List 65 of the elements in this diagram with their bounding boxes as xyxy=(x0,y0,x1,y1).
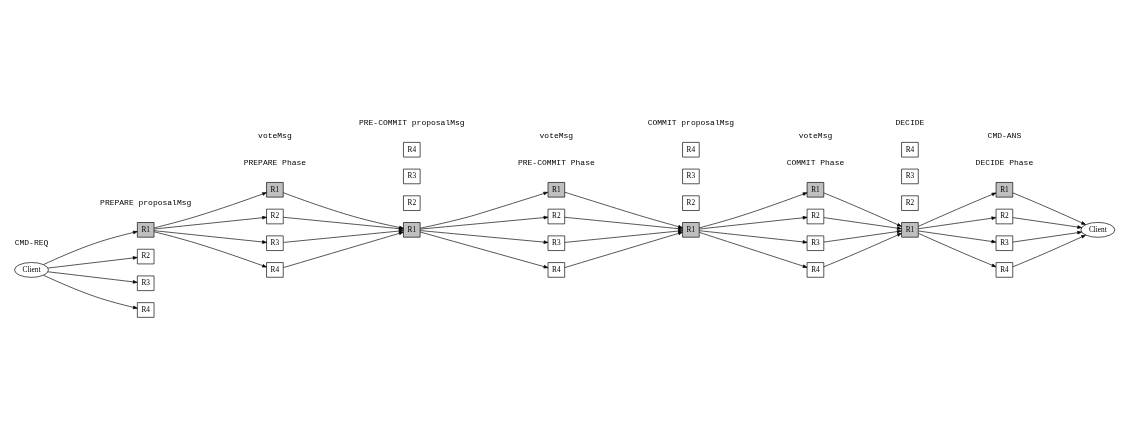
arrow xyxy=(564,231,683,268)
arrow xyxy=(47,271,138,284)
arrow xyxy=(283,231,404,268)
arrow xyxy=(918,230,997,244)
arrow xyxy=(419,230,549,244)
arrow xyxy=(419,191,549,229)
arrow xyxy=(564,229,683,243)
node-box: R1 xyxy=(995,182,1014,198)
node-box: R2 xyxy=(682,195,700,211)
node-box: R1 xyxy=(547,182,566,198)
node-ellipse: Client xyxy=(14,262,49,278)
arrow xyxy=(918,192,997,227)
arrow xyxy=(153,231,267,268)
arrow xyxy=(1012,217,1082,229)
node-box: R1 xyxy=(901,222,919,238)
arrow xyxy=(823,233,902,268)
node-box: R1 xyxy=(137,222,155,238)
arrow xyxy=(823,192,902,227)
arrow xyxy=(153,230,267,244)
node-box: R2 xyxy=(137,248,155,265)
node-box: R3 xyxy=(901,168,919,185)
arrow xyxy=(43,275,138,310)
arrow xyxy=(698,216,808,230)
node-box: R4 xyxy=(682,142,700,158)
node-box: R2 xyxy=(547,208,566,225)
arrow xyxy=(153,192,267,229)
node-box: R4 xyxy=(547,262,566,278)
node-box: R2 xyxy=(266,208,284,225)
arrow xyxy=(419,215,549,230)
arrow xyxy=(823,217,902,230)
node-box: R3 xyxy=(547,235,566,251)
node-box: R3 xyxy=(806,235,825,251)
arrow xyxy=(1012,192,1086,225)
arrow xyxy=(918,233,997,268)
node-box: R4 xyxy=(901,142,919,158)
arrow xyxy=(698,230,808,244)
node-box: R4 xyxy=(137,302,155,318)
node-box: R3 xyxy=(403,168,421,185)
node-box: R4 xyxy=(806,262,825,278)
node-box: R4 xyxy=(266,262,284,278)
node-box: R1 xyxy=(266,182,284,198)
node-box: R3 xyxy=(682,168,700,185)
node-box: R3 xyxy=(995,235,1014,251)
arrow xyxy=(1012,234,1086,268)
arrow xyxy=(153,216,267,230)
arrow xyxy=(419,231,549,269)
node-box: R2 xyxy=(403,195,421,211)
node-box: R4 xyxy=(403,142,421,158)
arrow xyxy=(1012,230,1082,243)
arrow xyxy=(283,229,404,243)
arrow xyxy=(47,256,138,269)
arrow xyxy=(699,192,808,229)
node-box: R4 xyxy=(995,262,1014,278)
arrow xyxy=(918,216,997,230)
arrow xyxy=(43,230,138,265)
node-box: R2 xyxy=(806,208,825,225)
node-box: R1 xyxy=(682,222,700,238)
node-box: R1 xyxy=(403,222,421,238)
node-box: R3 xyxy=(137,275,155,291)
node-box: R1 xyxy=(806,182,825,198)
arrow xyxy=(698,232,808,268)
node-box: R2 xyxy=(901,195,919,211)
arrow xyxy=(823,229,902,243)
node-box: R3 xyxy=(266,235,284,251)
node-box: R2 xyxy=(995,208,1014,225)
